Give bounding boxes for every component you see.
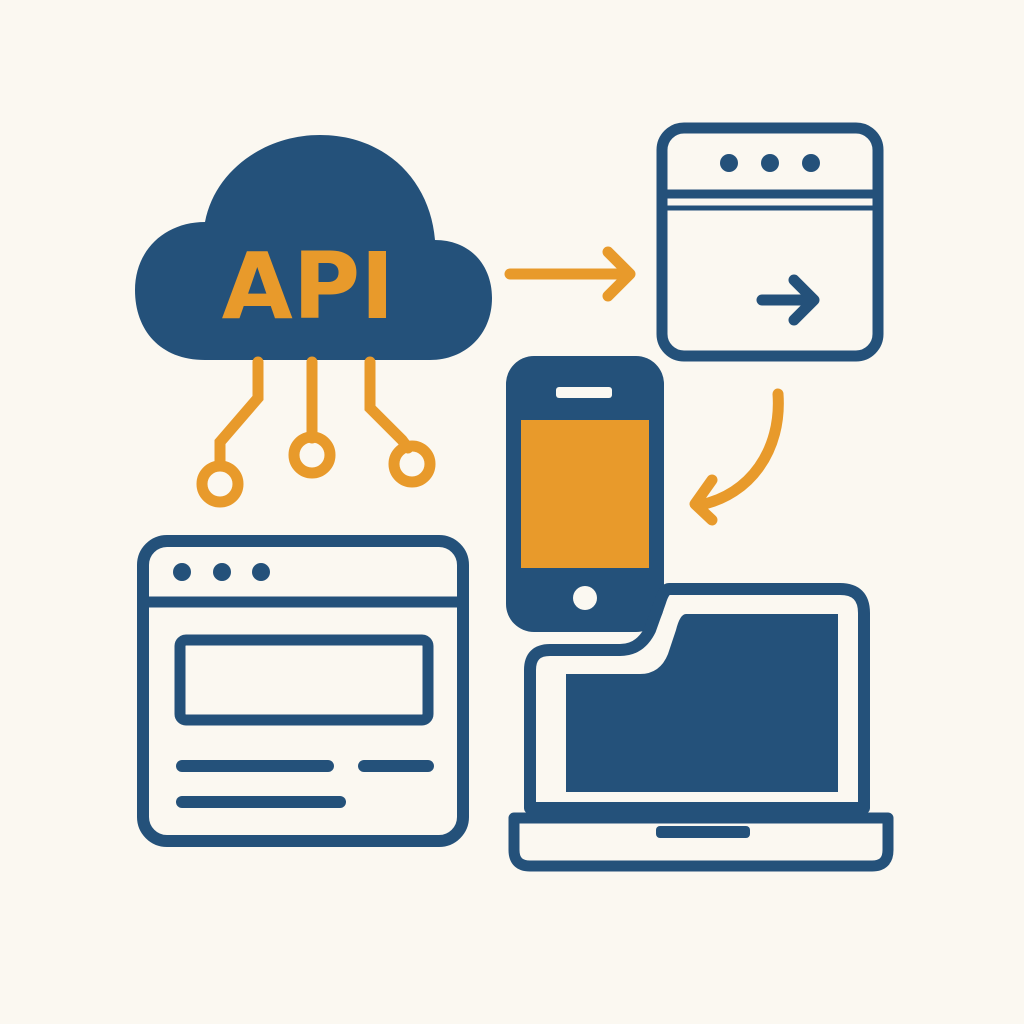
phone-speaker	[556, 387, 612, 398]
laptop-base	[508, 812, 894, 872]
cloud-icon: API	[135, 135, 492, 360]
connector-right	[364, 356, 414, 454]
webpage-frame	[137, 535, 469, 847]
webpage-banner	[174, 634, 434, 726]
webpage-dot	[173, 563, 191, 581]
phone-home-button	[573, 586, 597, 610]
arrow-head	[602, 246, 636, 302]
curved-arrow-icon	[689, 388, 784, 526]
curved-arrow-head	[689, 474, 718, 526]
webpage-icon	[137, 535, 469, 847]
connector-left	[214, 356, 264, 472]
arrow-right-icon	[756, 274, 820, 326]
arrow-right-icon	[504, 246, 636, 302]
laptop-trackpad-notch	[656, 826, 750, 838]
laptop-lid	[524, 583, 870, 814]
browser-dot	[720, 154, 738, 172]
laptop-icon	[508, 583, 894, 872]
node-left	[196, 460, 244, 508]
browser-frame	[656, 122, 884, 362]
webpage-dot	[252, 563, 270, 581]
laptop-screen	[566, 614, 838, 792]
webpage-dot	[213, 563, 231, 581]
node-middle	[288, 431, 336, 479]
network-nodes-icon	[196, 356, 436, 508]
phone-screen	[521, 420, 649, 568]
cloud-shape	[135, 135, 492, 360]
smartphone-icon	[506, 356, 664, 632]
api-label: API	[222, 233, 395, 340]
browser-window-icon	[656, 122, 884, 362]
browser-dot	[802, 154, 820, 172]
node-right	[388, 440, 436, 488]
curved-arrow-shaft	[694, 388, 784, 511]
browser-dot	[761, 154, 779, 172]
